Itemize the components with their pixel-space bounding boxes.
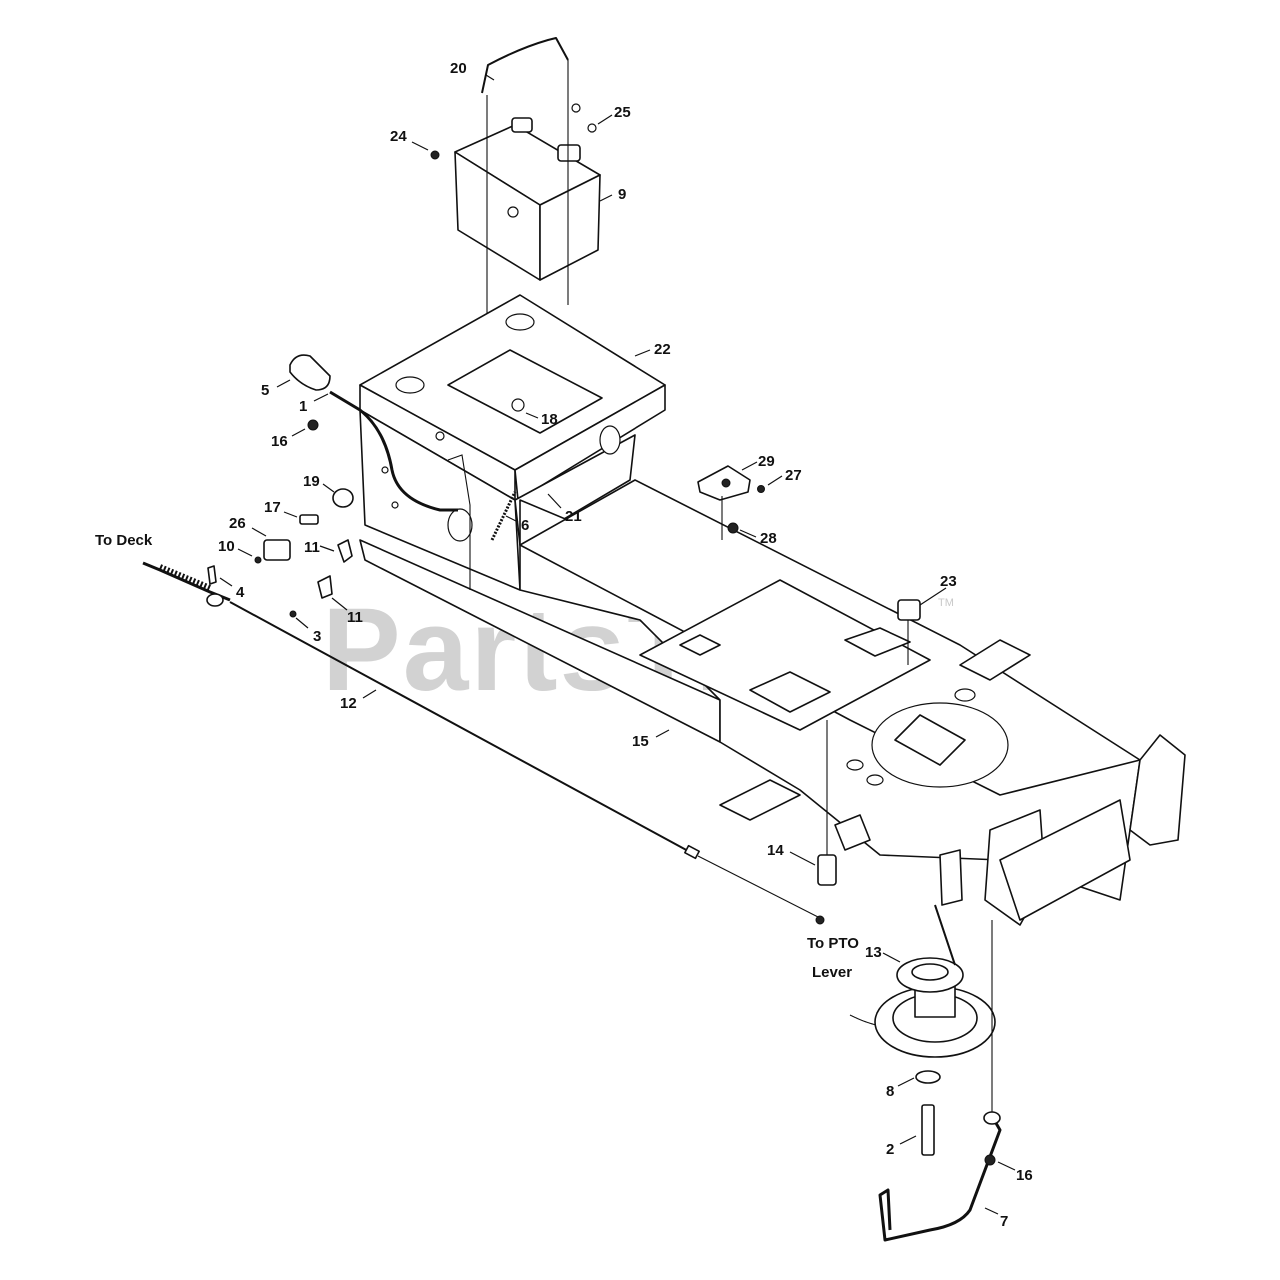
battery [454,117,601,281]
screw-3 [289,610,297,618]
callout-16-b: 16 [1016,1167,1033,1184]
lift-lever [289,354,458,512]
clip-11-a [337,539,353,563]
battery-hold-down-rod [481,37,569,94]
callout-24: 24 [390,128,407,145]
callout-5: 5 [261,382,269,399]
switch-26 [263,539,291,561]
bolt-16-b [984,1154,996,1166]
pin-4 [207,565,217,585]
note-to-pto-line1: To PTO [807,935,859,952]
nut-27 [757,485,765,493]
bolt-2 [921,1104,935,1156]
note-to-deck: To Deck [95,532,153,549]
screw-10 [254,556,262,564]
callout-23: 23 [940,573,957,590]
battery-tray [359,294,666,501]
nut-28 [727,522,739,534]
battery-terminal-left [511,117,533,133]
callout-18: 18 [541,411,558,428]
callout-22: 22 [654,341,671,358]
callout-9: 9 [618,186,626,203]
callout-20: 20 [450,60,467,77]
battery-terminal-right [557,144,581,162]
callout-10: 10 [218,538,235,555]
callout-29: 29 [758,453,775,470]
bolt-17 [299,514,319,525]
callout-12: 12 [340,695,357,712]
pto-cable [142,561,825,925]
bolt-16 [307,419,319,431]
callout-15: 15 [632,733,649,750]
callout-6: 6 [521,517,529,534]
bolt-24 [430,150,440,160]
switch-14 [817,854,837,886]
callout-1: 1 [299,398,307,415]
lever-grip [289,354,331,391]
lever-7 [878,1117,1002,1242]
switch-23 [897,599,921,621]
callout-27: 27 [785,467,802,484]
callout-19: 19 [303,473,320,490]
callout-7: 7 [1000,1213,1008,1230]
watermark-tm: TM [938,597,954,609]
spring-6 [490,491,517,541]
callout-11-b: 11 [347,609,363,626]
callout-4: 4 [236,584,245,601]
callout-16-a: 16 [271,433,288,450]
clip-11-b [317,575,333,599]
callout-28: 28 [760,530,777,547]
callout-14: 14 [767,842,784,859]
callout-26: 26 [229,515,246,532]
callout-25: 25 [614,104,631,121]
callout-21: 21 [565,508,582,525]
main-frame [359,479,1186,926]
bracket-29 [697,465,751,540]
note-to-pto-line2: Lever [812,964,852,981]
leader-lines [219,74,1016,1215]
pulley [849,904,996,1058]
callout-17: 17 [264,499,281,516]
callout-11-a: 11 [304,539,320,556]
callout-labels: 20 24 25 9 22 5 1 16 18 19 17 26 10 11 1… [218,60,1033,1230]
callout-2: 2 [886,1141,894,1158]
washer-8 [915,1070,941,1084]
callout-8: 8 [886,1083,894,1100]
bushing-19 [332,488,354,508]
callout-3: 3 [313,628,321,645]
callout-13: 13 [865,944,882,961]
